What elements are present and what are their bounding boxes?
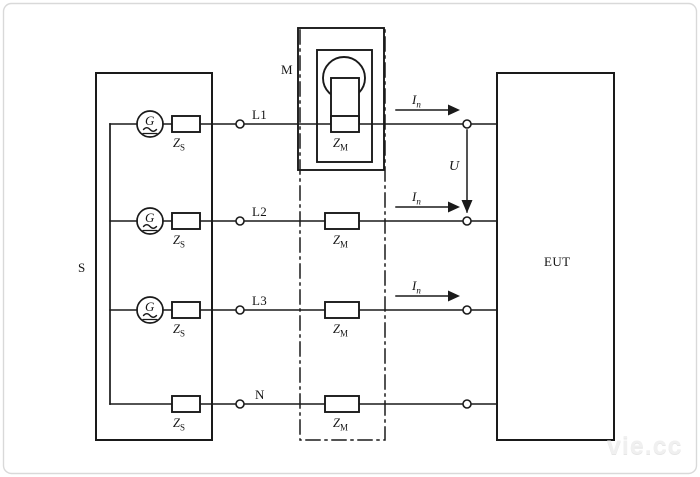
generator-l2-symbol xyxy=(136,207,164,235)
voltage-arrow-head xyxy=(461,200,473,213)
generator-l1-letter: G xyxy=(145,113,155,128)
zs-n-symbol: Z xyxy=(173,416,180,430)
current-label-l1: In xyxy=(412,93,421,110)
terminal-source-l3 xyxy=(235,305,245,315)
watermark: vie.cc xyxy=(607,432,683,460)
line-label-l3: L3 xyxy=(252,293,268,308)
impedance-zs-n-label: ZS xyxy=(173,417,185,433)
current-l3-subscript: n xyxy=(416,285,421,296)
generator-l3-symbol xyxy=(136,296,164,324)
impedance-zs-l2-label: ZS xyxy=(173,234,185,250)
impedance-zs-l3 xyxy=(171,301,201,319)
eut-block-label: EUT xyxy=(544,254,571,269)
impedance-zm-n-label: ZM xyxy=(333,417,348,433)
terminal-eut-l1 xyxy=(462,119,472,129)
generator-l2-letter: G xyxy=(145,210,155,225)
voltage-label: U xyxy=(449,159,460,174)
impedance-zs-l3-label: ZS xyxy=(173,323,185,339)
zs-l2-symbol: Z xyxy=(173,233,180,247)
zm-l2-symbol: Z xyxy=(333,233,340,247)
current-label-l2: In xyxy=(412,190,421,207)
line-label-n: N xyxy=(255,387,265,402)
zm-n-subscript: M xyxy=(339,422,348,433)
impedance-zm-n xyxy=(324,395,360,413)
current-arrow-l2-head xyxy=(448,201,460,213)
zm-l3-subscript: M xyxy=(339,328,348,339)
current-l1-subscript: n xyxy=(416,99,421,110)
terminal-source-n xyxy=(235,399,245,409)
impedance-zs-n xyxy=(171,395,201,413)
zm-l2-subscript: M xyxy=(339,239,348,250)
terminal-source-l2 xyxy=(235,216,245,226)
impedance-zs-l1-label: ZS xyxy=(173,137,185,153)
eut-block-outline xyxy=(496,72,615,441)
source-block-outline xyxy=(95,72,213,441)
zs-l1-symbol: Z xyxy=(173,136,180,150)
line-label-l1: L1 xyxy=(252,107,268,122)
current-l3-symbol: I xyxy=(412,278,417,293)
impedance-zm-l2-label: ZM xyxy=(333,234,348,250)
zm-l1-subscript: M xyxy=(339,142,348,153)
measurement-region-boundary xyxy=(299,29,386,441)
source-block-label: S xyxy=(78,260,86,275)
zs-n-subscript: S xyxy=(179,422,185,433)
current-arrow-l1-head xyxy=(448,104,460,116)
terminal-eut-n xyxy=(462,399,472,409)
line-label-l2: L2 xyxy=(252,204,268,219)
zs-l3-symbol: Z xyxy=(173,322,180,336)
generator-l1-wave xyxy=(142,127,158,132)
impedance-zs-l1 xyxy=(171,115,201,133)
measurement-block-label: M xyxy=(281,62,293,77)
impedance-zm-l3 xyxy=(324,301,360,319)
impedance-zm-l3-label: ZM xyxy=(333,323,348,339)
current-arrow-l3-head xyxy=(448,290,460,302)
generator-l1-symbol xyxy=(136,110,164,138)
current-l2-symbol: I xyxy=(412,189,417,204)
terminal-source-l1 xyxy=(235,119,245,129)
current-label-l3: In xyxy=(412,279,421,296)
measurement-assembly-inner xyxy=(316,49,373,163)
measurement-assembly-outer xyxy=(297,27,385,171)
impedance-zm-l2 xyxy=(324,212,360,230)
zm-l1-symbol: Z xyxy=(333,136,340,150)
impedance-zs-l2 xyxy=(171,212,201,230)
generator-l3-letter: G xyxy=(145,299,155,314)
impedance-zm-l1 xyxy=(330,115,360,133)
zs-l3-subscript: S xyxy=(179,328,185,339)
current-l1-symbol: I xyxy=(412,92,417,107)
impedance-zm-l1-label: ZM xyxy=(333,137,348,153)
generator-l2-wave xyxy=(142,224,158,229)
current-l2-subscript: n xyxy=(416,196,421,207)
terminal-eut-l3 xyxy=(462,305,472,315)
terminal-eut-l2 xyxy=(462,216,472,226)
zs-l2-subscript: S xyxy=(179,239,185,250)
zs-l1-subscript: S xyxy=(179,142,185,153)
zm-n-symbol: Z xyxy=(333,416,340,430)
generator-l3-wave xyxy=(142,313,158,318)
zm-l3-symbol: Z xyxy=(333,322,340,336)
